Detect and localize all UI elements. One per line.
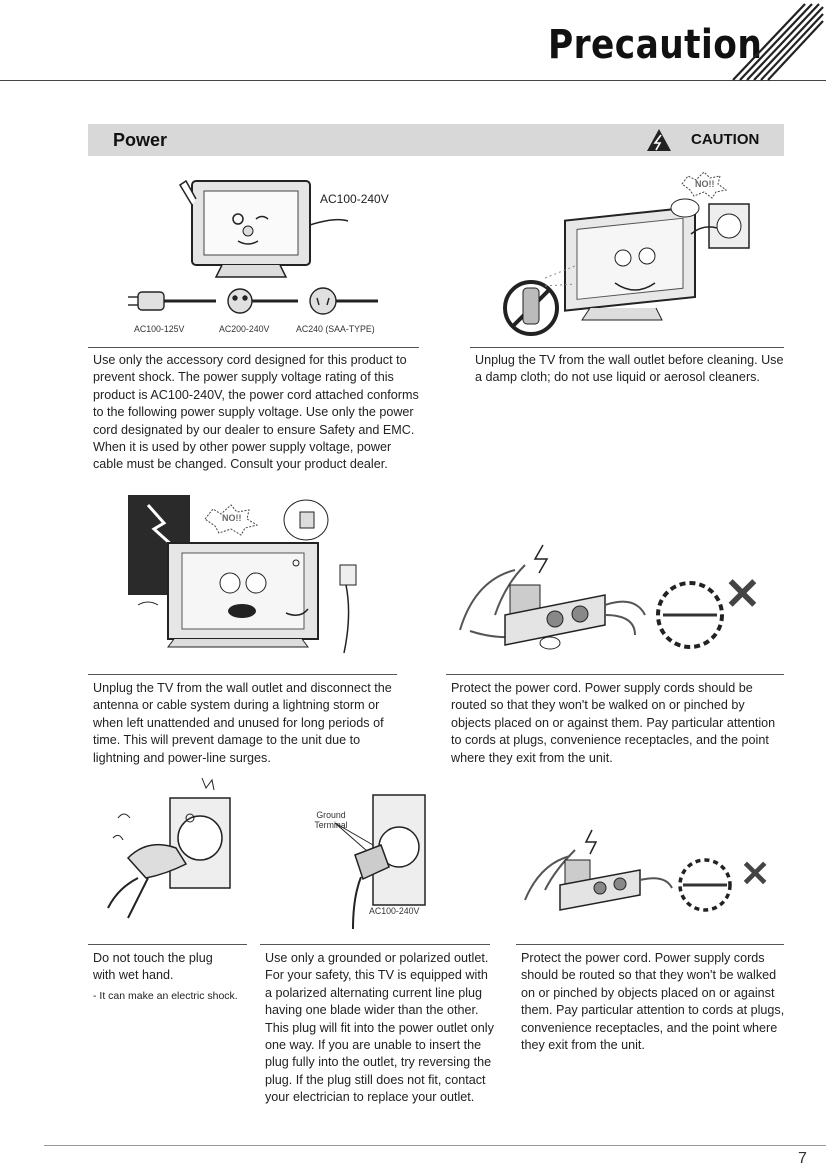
section-label: Power [113, 130, 168, 150]
plug-label-3: AC240 (SAA-TYPE) [296, 324, 375, 334]
x-cross-icon-2: ✕ [740, 853, 771, 894]
text-rule-4 [446, 674, 784, 675]
voltage-label: AC100-240V [320, 192, 389, 206]
text-rule-7 [516, 944, 784, 945]
ground-terminal-label: Ground Terminal [306, 810, 356, 830]
section-band: Power CAUTION [88, 124, 784, 156]
grounded-outlet-icon [334, 794, 426, 930]
text-wet-hand: Do not touch the plug with wet hand. [93, 951, 213, 983]
text-grounded-outlet: Use only a grounded or polarized outlet.… [265, 951, 494, 1105]
speech-bubble-icon [681, 171, 728, 199]
wet-hand-plug-icon [107, 777, 231, 919]
text-protect-cord-2: Protect the power cord. Power supply cor… [521, 951, 785, 1053]
plugs-row-icon [128, 287, 378, 315]
bubble-text: NO!! [695, 179, 715, 189]
bubble-text-2: NO!! [222, 513, 242, 523]
x-cross-icon: ✕ [724, 570, 761, 619]
caution-label: CAUTION [691, 131, 760, 148]
page-number: 7 [798, 1150, 807, 1167]
speech-bubble-icon-2 [204, 504, 259, 536]
text-rule-2 [470, 347, 784, 348]
tv-lightning-icon [128, 495, 357, 654]
text-rule-6 [260, 944, 490, 945]
text-cleaning: Unplug the TV from the wall outlet befor… [475, 353, 784, 385]
tv-character-icon [178, 179, 349, 278]
text-rule-1 [88, 347, 419, 348]
power-strip-icon-2 [524, 829, 732, 912]
page-title: Precaution [548, 22, 763, 68]
text-lightning: Unplug the TV from the wall outlet and d… [93, 681, 392, 765]
text-wet-hand-note: - It can make an electric shock. [93, 990, 238, 1002]
tv-spray-icon [503, 198, 750, 336]
text-cord-voltage: Use only the accessory cord designed for… [93, 353, 419, 472]
warning-triangle-icon [647, 129, 671, 151]
plug-label-1: AC100-125V [134, 324, 185, 334]
text-rule-5 [88, 944, 247, 945]
text-rule-3 [88, 674, 397, 675]
outlet-voltage-label: AC100-240V [369, 906, 420, 916]
ground-label-line1: Ground [316, 810, 346, 820]
text-protect-cord-1: Protect the power cord. Power supply cor… [451, 681, 776, 765]
power-strip-icon [459, 544, 724, 650]
header-stripes-decoration [732, 3, 824, 81]
footer-rule [44, 1145, 826, 1146]
header-rule [0, 80, 826, 81]
ground-label-line2: Terminal [314, 820, 348, 830]
plug-label-2: AC200-240V [219, 324, 270, 334]
